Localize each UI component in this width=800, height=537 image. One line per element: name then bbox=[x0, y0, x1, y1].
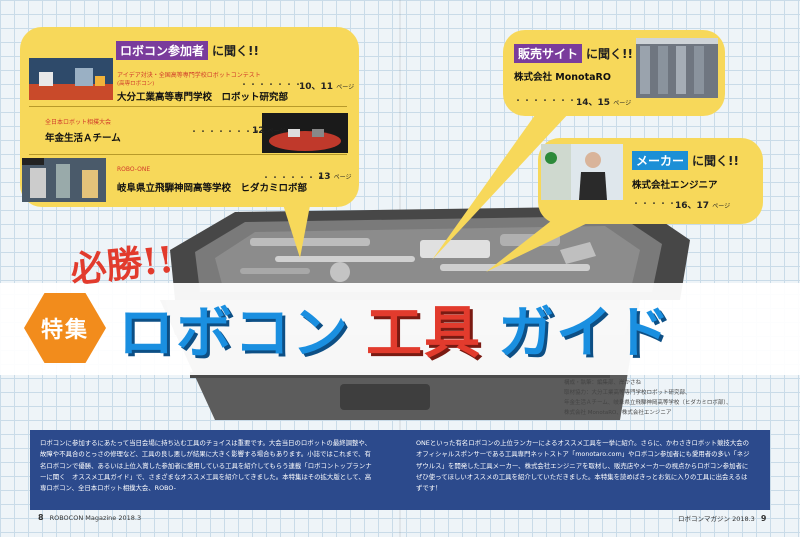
kosen-subtitle: アイデア対決・全国高等専門学校ロボットコンテスト bbox=[117, 72, 261, 79]
credit-line: 株式会社 MonotaRO、株式会社エンジニア bbox=[564, 410, 672, 416]
robo-one-pages-unit: ページ bbox=[333, 174, 352, 181]
maker-pages-unit: ページ bbox=[712, 203, 731, 210]
credit-line: 取材協力：大分工業高等専門学校ロボット研究部、 bbox=[564, 390, 691, 396]
leader-dots: ・・・・・・・・ bbox=[190, 127, 262, 136]
robo-one-subtitle: ROBO-ONE bbox=[117, 166, 151, 173]
seller-header: 販売サイト に聞く!! bbox=[514, 44, 633, 63]
sumo-photo bbox=[262, 113, 348, 153]
engineer-photo bbox=[541, 144, 623, 200]
leader-dots: ・・・・・・・ bbox=[240, 80, 303, 89]
seller-org: 株式会社 MonotaRO bbox=[514, 72, 611, 83]
seller-pages: 14、15 ページ bbox=[576, 95, 631, 108]
credit-line: 年金生活Ａチーム、岐阜県立飛騨神岡高等学校（ヒダカミロボ部）、 bbox=[564, 400, 732, 406]
page-number-right: 9 bbox=[760, 514, 767, 523]
robo-one-org: 岐阜県立飛騨神岡高等学校 ヒダカミロボ部 bbox=[117, 183, 308, 194]
footer-right-text: ロボコンマガジン 2018.3 bbox=[678, 515, 755, 523]
intro-text-right: ONEといった有名ロボコンの上位ランカーによるオススメ工具を一挙に紹介。さらに、… bbox=[416, 439, 750, 493]
robo-one-pages-num: 13 bbox=[318, 172, 331, 182]
seller-suffix: に聞く!! bbox=[586, 47, 633, 61]
participants-tag: ロボコン参加者 bbox=[116, 41, 209, 60]
sumo-org: 年金生活Ａチーム bbox=[45, 133, 121, 144]
seller-pages-unit: ページ bbox=[613, 100, 632, 107]
maker-pages: 16、17 ページ bbox=[675, 198, 730, 211]
maker-suffix: に聞く!! bbox=[692, 154, 739, 168]
intro-panel bbox=[30, 430, 770, 510]
robo-one-pages: 13 ページ bbox=[318, 172, 352, 182]
seller-pages-num: 14、15 bbox=[576, 98, 611, 108]
credits: 構成・執筆：編集部、岸かさね 取材協力：大分工業高等専門学校ロボット研究部、 年… bbox=[564, 378, 732, 418]
intro-text-left: ロボコンに参加するにあたって当日会場に持ち込む工具のチョイスは重要です。大会当日… bbox=[40, 439, 372, 493]
footer-left: 8 ROBOCON Magazine 2018.3 bbox=[38, 513, 141, 522]
title-robocon: ロボコン bbox=[118, 301, 350, 366]
divider bbox=[29, 106, 347, 107]
footer-right: ロボコンマガジン 2018.3 9 bbox=[678, 513, 766, 523]
sumo-pages-num: 12 bbox=[252, 126, 265, 136]
robo-one-photo bbox=[22, 158, 106, 202]
kosen-pages-num: 10、11 bbox=[299, 82, 334, 92]
hissho-callout: 必勝!! bbox=[68, 238, 176, 292]
feature-title: ロボコン工具ガイド bbox=[118, 288, 672, 369]
kosen-robocon-photo bbox=[29, 58, 113, 100]
title-guide: ガイド bbox=[498, 301, 672, 366]
participants-suffix: に聞く!! bbox=[212, 44, 259, 58]
sumo-pages: 12 ページ bbox=[252, 126, 286, 136]
sumo-subtitle: 全日本ロボット相撲大会 bbox=[45, 119, 112, 126]
leader-dots: ・・・・・・・ bbox=[262, 173, 325, 182]
leader-dots: ・・・・・ bbox=[632, 199, 677, 208]
seller-tag: 販売サイト bbox=[514, 44, 583, 63]
title-kougu: 工具 bbox=[366, 301, 482, 366]
feature-badge-label: 特集 bbox=[40, 318, 89, 343]
warehouse-photo bbox=[636, 38, 718, 98]
maker-pages-num: 16、17 bbox=[675, 201, 710, 211]
divider bbox=[29, 154, 347, 155]
sumo-pages-unit: ページ bbox=[267, 128, 286, 135]
page-number-left: 8 bbox=[38, 513, 44, 522]
title-band bbox=[0, 283, 800, 375]
kosen-subtitle-2: (高専ロボコン) bbox=[117, 81, 155, 87]
maker-tag: メーカー bbox=[632, 151, 689, 170]
kosen-org: 大分工業高等専門学校 ロボット研究部 bbox=[117, 92, 289, 103]
participants-header: ロボコン参加者 に聞く!! bbox=[116, 41, 259, 60]
footer-left-text: ROBOCON Magazine 2018.3 bbox=[49, 514, 142, 522]
kosen-pages: 10、11 ページ bbox=[299, 79, 354, 92]
maker-org: 株式会社エンジニア bbox=[632, 180, 718, 191]
maker-header: メーカー に聞く!! bbox=[632, 151, 739, 170]
leader-dots: ・・・・・・・ bbox=[514, 96, 577, 105]
credit-line: 構成・執筆：編集部、岸かさね bbox=[564, 380, 642, 386]
kosen-pages-unit: ページ bbox=[336, 84, 355, 91]
